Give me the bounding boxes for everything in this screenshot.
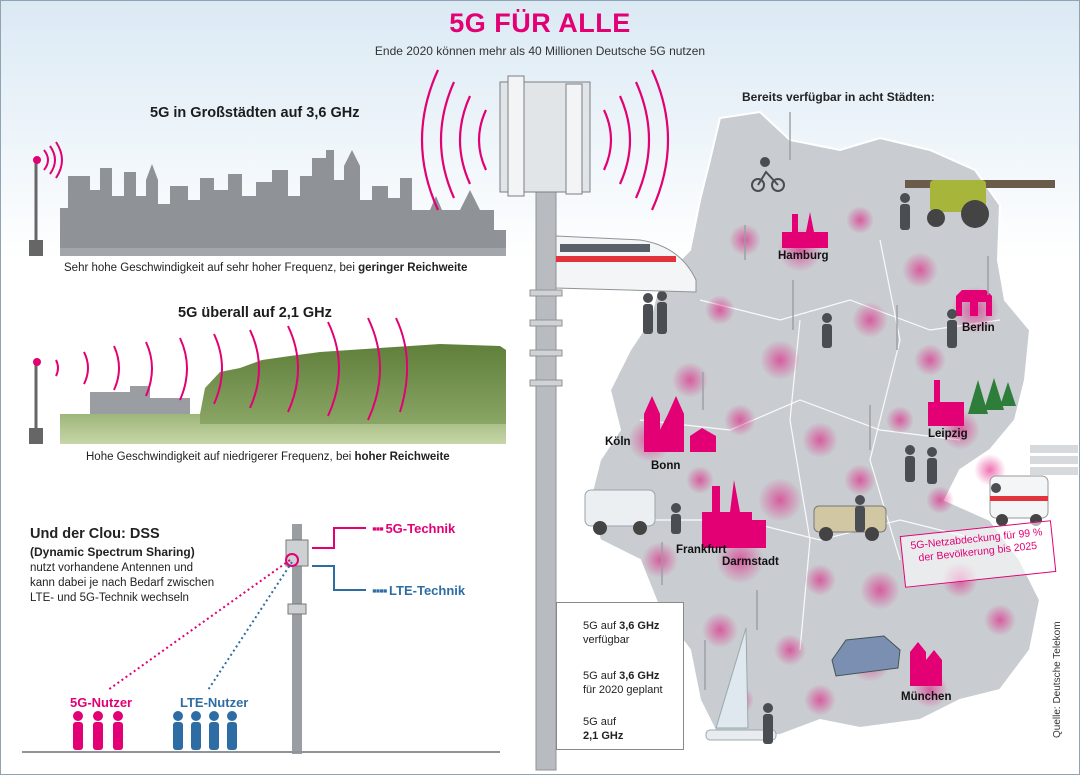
dss-heading: Und der Clou: DSS: [30, 526, 160, 542]
legend-item1-bold: 3,6 GHz: [619, 620, 660, 632]
legend-item1-suffix: verfügbar: [583, 634, 630, 646]
caption-21ghz: Hohe Geschwindigkeit auf niedrigerer Fre…: [86, 451, 450, 463]
skyline-36: [60, 150, 506, 256]
city-label-leipzig: Leipzig: [928, 428, 968, 440]
city-label-hamburg: Hamburg: [778, 250, 829, 262]
legend-item-36-planned: 5G auf 3,6 GHz für 2020 geplant: [583, 669, 663, 697]
caption-21ghz-normal: Hohe Geschwindigkeit auf niedrigerer Fre…: [86, 451, 355, 463]
forest-21: [200, 344, 506, 424]
antenna-21: [29, 358, 43, 444]
caption-36ghz: Sehr hohe Geschwindigkeit auf sehr hoher…: [64, 262, 467, 274]
tech-lte-label: ▪▪▪▪ LTE-Technik: [372, 583, 466, 598]
legend-item3-bold: 2,1 GHz: [583, 730, 624, 742]
lte-users: [173, 711, 237, 750]
dss-subheading: (Dynamic Spectrum Sharing): [30, 545, 195, 559]
central-tower: [499, 75, 591, 771]
tech-5g-text: 5G-Technik: [385, 521, 456, 536]
city-label-bonn: Bonn: [651, 460, 681, 472]
waves-21: [55, 317, 409, 421]
legend-item3-prefix: 5G auf: [583, 716, 617, 728]
heading-36ghz: 5G in Großstädten auf 3,6 GHz: [150, 105, 360, 121]
antenna-36: [29, 141, 63, 256]
dss-tower: [285, 524, 309, 754]
5g-users: [73, 711, 123, 750]
tech-lte-text: LTE-Technik: [389, 583, 466, 598]
page-subtitle: Ende 2020 können mehr als 40 Millionen D…: [374, 44, 706, 58]
legend-item1-prefix: 5G auf: [583, 620, 620, 632]
legend-item2-prefix: 5G auf: [583, 670, 620, 682]
map-heading: Bereits verfügbar in acht Städten:: [742, 90, 935, 104]
caption-36ghz-normal: Sehr hohe Geschwindigkeit auf sehr hoher…: [64, 262, 359, 274]
caption-36ghz-bold: geringer Reichweite: [358, 262, 468, 274]
tech-5g-label: ▪▪▪ 5G-Technik: [372, 521, 456, 536]
legend-item-36-available: 5G auf 3,6 GHz verfügbar: [583, 619, 659, 647]
map-legend: 5G auf 3,6 GHz verfügbar 5G auf 3,6 GHz …: [556, 602, 684, 750]
page-title: 5G FÜR ALLE: [449, 8, 631, 38]
source-credit: Quelle: Deutsche Telekom: [1052, 621, 1063, 738]
dss-text-3: LTE- und 5G-Technik wechseln: [30, 592, 189, 604]
caption-21ghz-bold: hoher Reichweite: [354, 451, 450, 463]
user-lte-label: LTE-Nutzer: [180, 695, 249, 710]
map-people: [643, 157, 1001, 744]
legend-item2-bold: 3,6 GHz: [619, 670, 660, 682]
city-label-koeln: Köln: [605, 436, 631, 448]
map-towers: [661, 112, 989, 690]
dss-text-2: kann dabei je nach Bedarf zwischen: [30, 577, 215, 589]
city-label-frankfurt: Frankfurt: [676, 544, 727, 556]
heading-21ghz: 5G überall auf 2,1 GHz: [178, 305, 332, 321]
city-label-muenchen: München: [901, 691, 952, 703]
city-skylines: [644, 212, 992, 686]
legend-item2-suffix: für 2020 geplant: [583, 684, 663, 696]
city-label-berlin: Berlin: [962, 322, 995, 334]
tower-waves: [420, 69, 670, 211]
city-label-darmstadt: Darmstadt: [722, 556, 779, 568]
dss-text-1: nutzt vorhandene Antennen und: [30, 562, 194, 574]
legend-item-21: 5G auf 2,1 GHz: [583, 715, 623, 743]
user-5g-label: 5G-Nutzer: [70, 695, 133, 710]
map-vehicles: [584, 180, 1055, 741]
